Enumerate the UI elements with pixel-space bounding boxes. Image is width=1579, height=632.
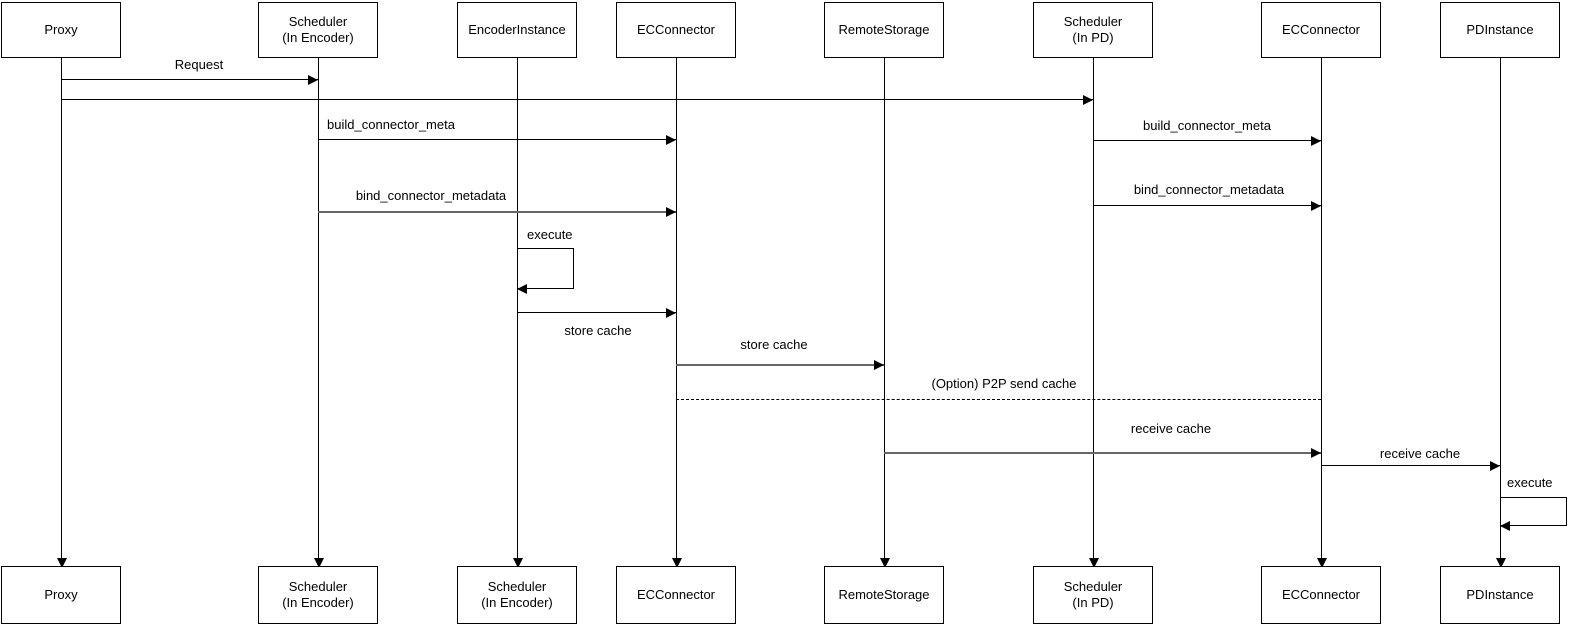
message-arrowhead-m10 xyxy=(1311,447,1321,458)
message-line-m6[interactable] xyxy=(1093,205,1321,206)
lifeline-pd-inst xyxy=(1500,58,1501,560)
message-line-m9[interactable] xyxy=(676,399,1321,400)
participant-label-line1: ECConnector xyxy=(1281,587,1361,602)
participant-label-line2: (In Encoder) xyxy=(282,30,354,45)
lifeline-arrowhead-sched-pd xyxy=(1088,558,1099,568)
self-message-loop-s2[interactable] xyxy=(1500,497,1567,526)
participant-box-top-proxy[interactable]: Proxy xyxy=(1,2,121,58)
participant-label-line1: Scheduler xyxy=(288,14,348,29)
self-message-arrowhead-s2 xyxy=(1500,521,1510,531)
message-line-m2[interactable] xyxy=(61,99,1093,100)
message-label-m8: store cache xyxy=(740,337,808,352)
lifeline-arrowhead-ec-conn-left xyxy=(671,558,682,568)
lifeline-sched-enc xyxy=(318,58,319,560)
message-label-m4: build_connector_meta xyxy=(1143,118,1271,133)
lifeline-ec-conn-left xyxy=(676,58,677,560)
lifeline-arrowhead-remote-store xyxy=(879,558,890,568)
message-label-m11: receive cache xyxy=(1379,446,1461,461)
message-label-m6: bind_connector_metadata xyxy=(1133,182,1285,197)
message-line-m8[interactable] xyxy=(676,364,884,366)
message-label-m5: bind_connector_metadata xyxy=(355,188,507,203)
lifeline-proxy xyxy=(61,58,62,560)
participant-label-line2: (In PD) xyxy=(1072,30,1114,45)
participant-label-line1: EncoderInstance xyxy=(468,22,566,37)
participant-label-line1: ECConnector xyxy=(1281,22,1361,37)
participant-box-top-ec-conn-left[interactable]: ECConnector xyxy=(616,2,736,58)
participant-box-bottom-encoder-inst[interactable]: Scheduler(In Encoder) xyxy=(457,566,577,624)
participant-box-bottom-remote-store[interactable]: RemoteStorage xyxy=(824,566,944,624)
message-line-m3[interactable] xyxy=(318,139,676,140)
message-arrowhead-m1 xyxy=(308,74,318,85)
participant-box-top-remote-store[interactable]: RemoteStorage xyxy=(824,2,944,58)
participant-label-line2: (In Encoder) xyxy=(481,595,553,610)
participant-box-top-sched-enc[interactable]: Scheduler(In Encoder) xyxy=(258,2,378,58)
participant-box-bottom-ec-conn-right[interactable]: ECConnector xyxy=(1261,566,1381,624)
message-label-m10: receive cache xyxy=(1130,421,1212,436)
self-message-arrowhead-s1 xyxy=(517,284,527,294)
participant-label-line1: Scheduler xyxy=(288,579,348,594)
participant-label-line1: RemoteStorage xyxy=(838,22,930,37)
lifeline-arrowhead-pd-inst xyxy=(1495,558,1506,568)
self-message-label-s2: execute xyxy=(1507,475,1553,490)
message-arrowhead-m2 xyxy=(1083,94,1093,105)
participant-box-top-ec-conn-right[interactable]: ECConnector xyxy=(1261,2,1381,58)
participant-label-line2: (In Encoder) xyxy=(282,595,354,610)
lifeline-ec-conn-right xyxy=(1321,58,1322,560)
participant-label-line1: PDInstance xyxy=(1466,587,1534,602)
message-line-m1[interactable] xyxy=(61,79,318,80)
message-arrowhead-m11 xyxy=(1490,460,1500,471)
lifeline-arrowhead-encoder-inst xyxy=(512,558,523,568)
participant-box-bottom-ec-conn-left[interactable]: ECConnector xyxy=(616,566,736,624)
message-arrowhead-m7 xyxy=(666,307,676,318)
message-line-m4[interactable] xyxy=(1093,140,1321,141)
self-message-loop-s1[interactable] xyxy=(517,248,574,289)
self-message-label-s1: execute xyxy=(527,227,573,242)
message-line-m10[interactable] xyxy=(884,452,1321,454)
participant-label-line1: ECConnector xyxy=(636,22,716,37)
participant-label-line2: (In PD) xyxy=(1072,595,1114,610)
participant-box-bottom-sched-enc[interactable]: Scheduler(In Encoder) xyxy=(258,566,378,624)
message-arrowhead-m5 xyxy=(666,206,676,217)
message-arrowhead-m8 xyxy=(874,359,884,370)
message-label-m7: store cache xyxy=(564,323,632,338)
participant-label-line1: Scheduler xyxy=(1063,579,1123,594)
lifeline-arrowhead-proxy xyxy=(56,558,67,568)
message-arrowhead-m6 xyxy=(1311,200,1321,211)
lifeline-arrowhead-ec-conn-right xyxy=(1316,558,1327,568)
message-arrowhead-m4 xyxy=(1311,135,1321,146)
message-line-m7[interactable] xyxy=(517,312,676,313)
participant-box-bottom-proxy[interactable]: Proxy xyxy=(1,566,121,624)
message-line-m5[interactable] xyxy=(318,211,676,213)
participant-box-bottom-sched-pd[interactable]: Scheduler(In PD) xyxy=(1033,566,1153,624)
participant-label-line1: Proxy xyxy=(44,22,78,37)
message-label-m9: (Option) P2P send cache xyxy=(931,376,1077,391)
participant-box-top-pd-inst[interactable]: PDInstance xyxy=(1440,2,1560,58)
participant-label-line1: ECConnector xyxy=(636,587,716,602)
message-arrowhead-m3 xyxy=(666,134,676,145)
participant-box-top-sched-pd[interactable]: Scheduler(In PD) xyxy=(1033,2,1153,58)
lifeline-encoder-inst xyxy=(517,58,518,560)
message-line-m11[interactable] xyxy=(1321,465,1500,466)
participant-label-line1: RemoteStorage xyxy=(838,587,930,602)
participant-label-line1: PDInstance xyxy=(1466,22,1534,37)
message-label-m3: build_connector_meta xyxy=(327,117,455,132)
participant-box-bottom-pd-inst[interactable]: PDInstance xyxy=(1440,566,1560,624)
lifeline-remote-store xyxy=(884,58,885,560)
message-label-m1: Request xyxy=(174,57,224,72)
participant-label-line1: Proxy xyxy=(44,587,78,602)
lifeline-arrowhead-sched-enc xyxy=(313,558,324,568)
participant-label-line1: Scheduler xyxy=(487,579,547,594)
participant-box-top-encoder-inst[interactable]: EncoderInstance xyxy=(457,2,577,58)
lifeline-sched-pd xyxy=(1093,58,1094,560)
participant-label-line1: Scheduler xyxy=(1063,14,1123,29)
